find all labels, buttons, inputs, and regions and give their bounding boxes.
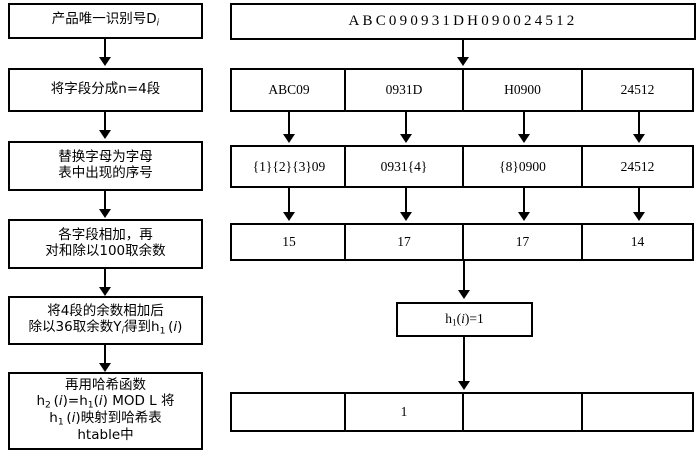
process-box-hash2: 再用哈希函数 h2 (i)=h1(i) MOD L 将 h1 (i)映射到哈希表… [8,372,203,450]
identifier-box: ABC090931DH090024512 [230,3,696,40]
substituted-cell: {8}0900 [462,145,583,188]
process-box-mod36-label: 将4段的余数相加后 除以36取余数Yi得到h1 (i) [28,302,183,337]
segment-cell-text: 0931D [385,82,423,97]
htable-cell [462,392,583,432]
remainder-cell: 17 [462,223,583,261]
connector-segment-2 [405,112,407,136]
process-box-replace-letters-label: 替换字母为字母 表中出现的序号 [58,149,153,181]
remainder-cell-text: 17 [397,234,411,249]
subscript-i: i [156,17,160,29]
process-box-sum-mod100-label: 各字段相加，再 对和除以100取余数 [45,227,166,259]
remainder-cell: 17 [344,223,464,261]
arrow-down-icon [283,134,295,143]
arrow-down-icon [457,57,469,66]
connector-2-3 [104,112,106,132]
htable-cell [581,392,694,432]
connector-4-5 [104,269,106,289]
arrow-down-icon [99,57,111,66]
connector-substituted-1 [288,188,290,214]
segment-cell: ABC09 [230,68,348,112]
remainder-cell: 14 [581,223,694,261]
htable-cell [230,392,348,432]
arrow-down-icon [458,381,470,390]
arrow-down-icon [518,134,530,143]
process-box-product-id: 产品唯一识别号Di [8,3,203,39]
connector-segment-1 [288,112,290,136]
arrow-down-icon [283,212,295,221]
process-box-split-fields: 将字段分成n=4段 [8,68,203,112]
arrow-down-icon [458,290,470,299]
connector-segment-3 [523,112,525,136]
process-box-split-fields-label: 将字段分成n=4段 [50,81,161,98]
substituted-cell-text: {1}{2}{3}09 [252,158,326,174]
connector-hash-to-htable [463,337,465,383]
process-box-product-id-label: 产品唯一识别号Di [51,11,160,29]
segment-cell-text: 24512 [620,82,655,97]
arrow-down-icon [99,130,111,139]
remainder-cell-text: 14 [630,234,645,249]
connector-identifier-to-segments [462,40,464,59]
connector-segment-4 [638,112,640,136]
connector-3-4 [104,191,106,211]
arrow-down-icon [99,287,111,296]
arrow-down-icon [400,212,412,221]
arrow-down-icon [99,209,111,218]
substituted-cell: 0931{4} [344,145,464,188]
arrow-down-icon [99,363,111,372]
connector-remainders-to-hash [463,261,465,292]
connector-substituted-2 [405,188,407,214]
substituted-cell: {1}{2}{3}09 [230,145,348,188]
htable-cell-text: 1 [400,404,408,419]
substituted-cell: 24512 [581,145,694,188]
process-box-replace-letters: 替换字母为字母 表中出现的序号 [8,141,203,191]
segment-cell: 0931D [344,68,464,112]
connector-1-2 [104,39,106,59]
segment-cell: H0900 [462,68,583,112]
process-box-sum-mod100: 各字段相加，再 对和除以100取余数 [8,219,203,269]
segment-cell: 24512 [581,68,694,112]
arrow-down-icon [633,212,645,221]
htable-cell: 1 [344,392,464,432]
substituted-cell-text: 24512 [620,158,655,174]
remainder-cell-text: 15 [282,234,296,249]
remainder-cell-text: 17 [515,234,530,249]
process-box-hash2-label: 再用哈希函数 h2 (i)=h1(i) MOD L 将 h1 (i)映射到哈希表… [36,376,175,444]
remainder-cell: 15 [230,223,348,261]
arrow-down-icon [633,134,645,143]
segment-cell-text: ABC09 [268,82,310,97]
segment-cell-text: H0900 [504,82,541,97]
hash-result-box: h1(i)=1 [396,302,533,337]
connector-5-6 [104,345,106,365]
identifier-text: ABC090931DH090024512 [348,13,578,29]
arrow-down-icon [518,212,530,221]
substituted-cell-text: {8}0900 [499,158,546,174]
arrow-down-icon [400,134,412,143]
process-box-mod36: 将4段的余数相加后 除以36取余数Yi得到h1 (i) [8,296,203,345]
hash-subscript: 1 [452,317,457,328]
substituted-cell-text: 0931{4} [380,158,428,174]
hash-result-text: h1(i)=1 [445,311,484,328]
connector-substituted-3 [523,188,525,214]
connector-substituted-4 [638,188,640,214]
